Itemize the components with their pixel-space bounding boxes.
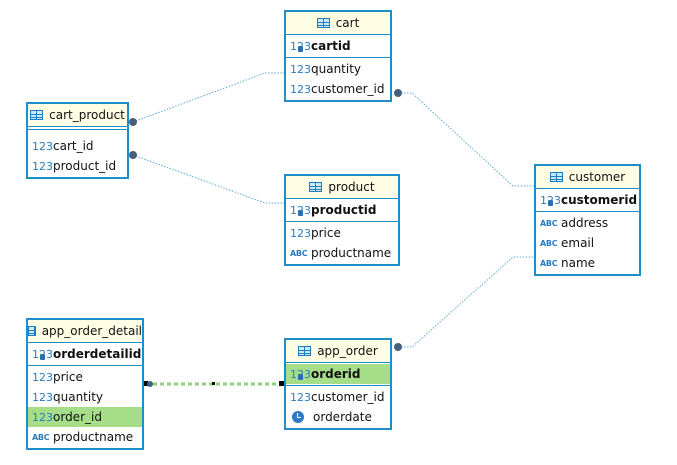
text-type-icon: ABC bbox=[32, 432, 50, 442]
attribute-row[interactable]: 123 quantity bbox=[286, 59, 390, 79]
attribute-name: product_id bbox=[53, 159, 117, 173]
table-icon bbox=[549, 172, 563, 182]
entity-header[interactable]: app_order_detail bbox=[28, 320, 142, 343]
primary-key-icon: 123 bbox=[290, 367, 311, 381]
attribute-row[interactable]: ABC productname bbox=[28, 427, 142, 447]
table-icon bbox=[316, 18, 330, 28]
entity-app-order-detail[interactable]: app_order_detail 123 orderdetailid 123 p… bbox=[26, 318, 144, 450]
numeric-type-icon: 123 bbox=[290, 62, 311, 76]
table-icon bbox=[298, 346, 312, 356]
attribute-name: price bbox=[53, 370, 83, 384]
attribute-row-selected[interactable]: 123 order_id bbox=[28, 407, 142, 427]
numeric-type-icon: 123 bbox=[290, 226, 311, 240]
entity-title: customer bbox=[568, 170, 626, 184]
text-type-icon: ABC bbox=[540, 238, 558, 248]
link-endpoint-dot bbox=[129, 118, 137, 126]
attribute-name: customerid bbox=[561, 193, 638, 207]
attribute-name: order_id bbox=[53, 410, 102, 424]
text-type-icon: ABC bbox=[540, 218, 558, 228]
attribute-name: cartid bbox=[311, 39, 351, 53]
numeric-type-icon: 123 bbox=[32, 410, 53, 424]
text-type-icon: ABC bbox=[540, 258, 558, 268]
entity-title: app_order bbox=[317, 344, 378, 358]
link-endpoint-dot bbox=[394, 343, 402, 351]
table-icon bbox=[28, 326, 36, 336]
attribute-name: email bbox=[561, 236, 595, 250]
attribute-name: cart_id bbox=[53, 139, 94, 153]
table-icon bbox=[309, 182, 323, 192]
numeric-type-icon: 123 bbox=[32, 370, 53, 384]
attribute-row[interactable]: 123 product_id bbox=[28, 156, 127, 176]
attribute-row[interactable]: ABC name bbox=[536, 253, 639, 273]
attribute-name: orderdate bbox=[313, 410, 372, 424]
numeric-type-icon: 123 bbox=[32, 390, 53, 404]
primary-key-icon: 123 bbox=[290, 39, 311, 53]
entity-title: product bbox=[328, 180, 375, 194]
attribute-row[interactable]: 123 orderdetailid bbox=[28, 344, 142, 364]
link-cart-to-customer[interactable] bbox=[398, 92, 536, 187]
numeric-type-icon: 123 bbox=[290, 82, 311, 96]
numeric-type-icon: 123 bbox=[32, 159, 53, 173]
attribute-name: name bbox=[561, 256, 596, 270]
attribute-name: customer_id bbox=[311, 82, 385, 96]
entity-title: cart bbox=[335, 16, 360, 30]
attribute-name: productname bbox=[311, 246, 392, 260]
numeric-type-icon: 123 bbox=[290, 390, 311, 404]
link-app-order-to-customer[interactable] bbox=[398, 256, 536, 348]
link-handle[interactable] bbox=[212, 382, 215, 385]
table-icon bbox=[30, 110, 44, 120]
primary-key-icon: 123 bbox=[32, 347, 53, 361]
link-endpoint-dot bbox=[394, 89, 402, 97]
attribute-row[interactable]: 123 productid bbox=[286, 200, 398, 220]
entity-cart-product[interactable]: cart_product 123 cart_id 123 product_id bbox=[26, 102, 129, 179]
primary-key-icon: 123 bbox=[540, 193, 561, 207]
attribute-name: address bbox=[561, 216, 609, 230]
attribute-name: price bbox=[311, 226, 341, 240]
attribute-name: productid bbox=[311, 203, 377, 217]
attribute-name: orderid bbox=[311, 367, 361, 381]
entity-title: app_order_detail bbox=[41, 324, 142, 338]
numeric-type-icon: 123 bbox=[32, 139, 53, 153]
link-cart-product-to-cart[interactable] bbox=[132, 72, 286, 123]
attribute-row[interactable]: 123 customerid bbox=[536, 190, 639, 210]
attribute-name: quantity bbox=[53, 390, 104, 404]
entity-header[interactable]: product bbox=[286, 176, 398, 199]
entity-header[interactable]: cart_product bbox=[28, 104, 127, 127]
attribute-row-selected[interactable]: 123 orderid bbox=[286, 364, 390, 384]
attribute-name: orderdetailid bbox=[53, 347, 142, 361]
attribute-row[interactable]: ABC email bbox=[536, 233, 639, 253]
clock-icon bbox=[292, 411, 304, 423]
text-type-icon: ABC bbox=[290, 248, 308, 258]
attribute-row[interactable]: ABC address bbox=[536, 213, 639, 233]
attribute-row[interactable]: 123 customer_id bbox=[286, 387, 390, 407]
attribute-name: customer_id bbox=[311, 390, 385, 404]
link-endpoint-dot bbox=[147, 381, 153, 387]
entity-title: cart_product bbox=[49, 108, 125, 122]
entity-cart[interactable]: cart 123 cartid 123 quantity 123 custome… bbox=[284, 10, 392, 102]
attribute-row[interactable]: 123 cart_id bbox=[28, 136, 127, 156]
entity-header[interactable]: cart bbox=[286, 12, 390, 35]
attribute-row[interactable]: 123 price bbox=[28, 367, 142, 387]
attribute-row[interactable]: 123 customer_id bbox=[286, 79, 390, 99]
attribute-row[interactable]: 123 quantity bbox=[28, 387, 142, 407]
entity-header[interactable]: app_order bbox=[286, 340, 390, 363]
link-endpoint-dot bbox=[129, 151, 137, 159]
attribute-name: quantity bbox=[311, 62, 362, 76]
attribute-row[interactable]: orderdate bbox=[286, 407, 390, 427]
attribute-row[interactable]: ABC productname bbox=[286, 243, 398, 263]
attribute-name: productname bbox=[53, 430, 134, 444]
entity-product[interactable]: product 123 productid 123 price ABC prod… bbox=[284, 174, 400, 266]
entity-customer[interactable]: customer 123 customerid ABC address ABC … bbox=[534, 164, 641, 276]
entity-app-order[interactable]: app_order 123 orderid 123 customer_id or… bbox=[284, 338, 392, 430]
entity-header[interactable]: customer bbox=[536, 166, 639, 189]
link-cart-product-to-product[interactable] bbox=[132, 154, 286, 204]
attribute-row[interactable]: 123 cartid bbox=[286, 36, 390, 56]
primary-key-icon: 123 bbox=[290, 203, 311, 217]
attribute-row[interactable]: 123 price bbox=[286, 223, 398, 243]
